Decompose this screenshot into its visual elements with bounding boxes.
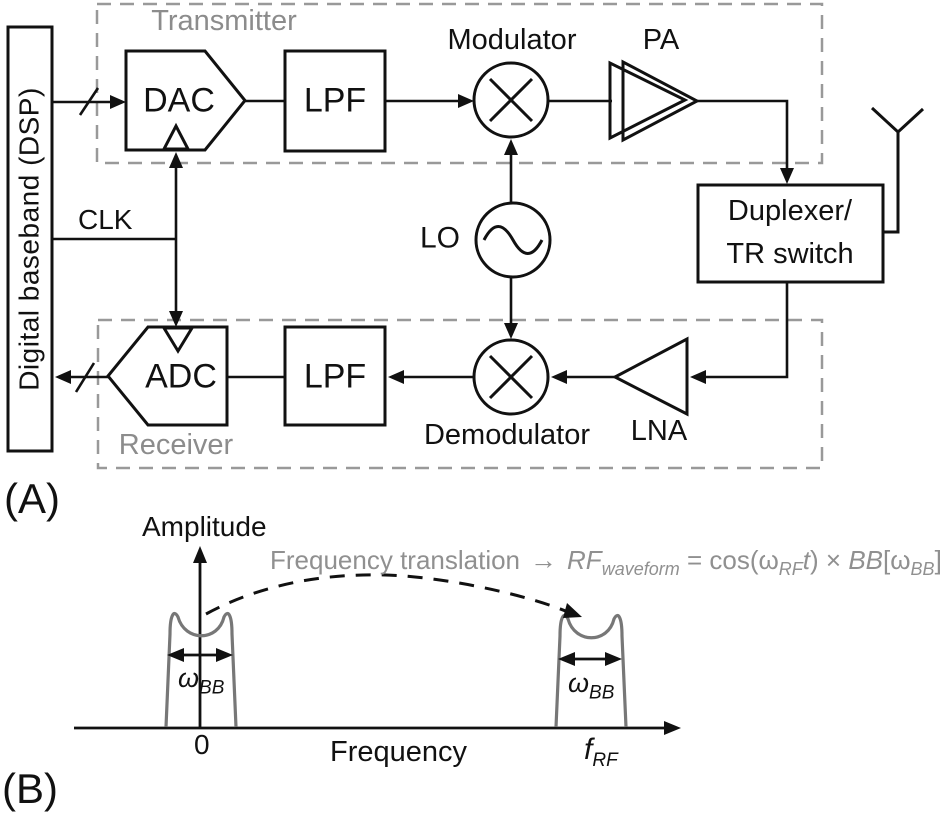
omega-bb-sub: BB [199, 677, 225, 699]
omega-bb-rf-sub: BB [589, 682, 615, 704]
frequency-translation-annotation: Frequency translation→RFwaveform = cos(ω… [270, 545, 942, 580]
panel-b-label: (B) [2, 765, 58, 812]
omega-bb-rf-base: ω [568, 668, 590, 698]
lo-label: LO [419, 221, 461, 255]
receiver-dashed-box [96, 318, 824, 470]
annotation-prefix: Frequency translation [270, 545, 521, 575]
adc-symbol [106, 325, 229, 427]
rf-tick-base: f [584, 733, 593, 766]
adc-label: ADC [145, 357, 217, 396]
annotation-rf: RF [567, 545, 602, 575]
frequency-translation-arrow [205, 573, 582, 618]
baseband-bandwidth-label: ωBB [178, 663, 224, 697]
annotation-lo-sub: RF [778, 559, 803, 580]
annotation-rf-sub: waveform [601, 559, 680, 580]
demodulator-label: Demodulator [423, 419, 591, 452]
duplexer-box [696, 183, 885, 284]
signal-lines [52, 87, 794, 393]
annotation-bb-sub: BB [910, 559, 935, 580]
bandwidth-arrows [167, 648, 622, 666]
lpf-tx-label: LPF [303, 81, 367, 120]
pa-label: PA [642, 24, 680, 57]
baseband-spectrum-curve [164, 612, 238, 728]
dsp-label: Digital baseband (DSP) [13, 87, 45, 391]
annotation-close: ] [934, 545, 942, 575]
lna-label: LNA [630, 415, 688, 448]
annotation-mid: ) × [810, 545, 849, 575]
lo-symbol [474, 201, 552, 279]
annotation-bb: BB [848, 545, 884, 575]
modulator-mixer-symbol [472, 61, 550, 139]
duplexer-label: Duplexer/ TR switch [726, 190, 853, 276]
frequency-axis-label: Frequency [330, 736, 468, 768]
transmitter-label: Transmitter [151, 5, 297, 38]
rf-spectrum-curve [554, 614, 628, 728]
panel-a-label: (A) [4, 475, 60, 522]
duplexer-label-line2: TR switch [726, 238, 854, 270]
modulator-label: Modulator [447, 24, 577, 57]
lpf-rx-label: LPF [303, 357, 367, 396]
amplitude-axis-label: Amplitude [142, 511, 267, 542]
omega-bb-base: ω [178, 663, 200, 693]
pa-symbol [608, 59, 701, 143]
clk-label: CLK [78, 204, 133, 235]
antenna-icon [870, 106, 925, 234]
dac-symbol [124, 49, 247, 152]
rf-tick-sub: RF [592, 750, 618, 771]
duplexer-label-line1: Duplexer/ [727, 195, 853, 228]
lna-symbol [611, 336, 689, 417]
spectrum-axes [74, 546, 681, 735]
annotation-open: [ω [883, 545, 911, 575]
transmitter-dashed-box [95, 2, 824, 165]
receiver-label: Receiver [118, 429, 234, 462]
dac-label: DAC [143, 81, 215, 120]
annotation-arrow-glyph: → [530, 545, 558, 575]
annotation-t: t [802, 545, 811, 575]
origin-tick-label: 0 [194, 729, 210, 760]
annotation-eq: = cos(ω [679, 545, 779, 575]
rf-tick-label: fRF [584, 733, 618, 770]
demodulator-mixer-symbol [472, 338, 550, 416]
rf-bandwidth-label: ωBB [568, 668, 614, 702]
